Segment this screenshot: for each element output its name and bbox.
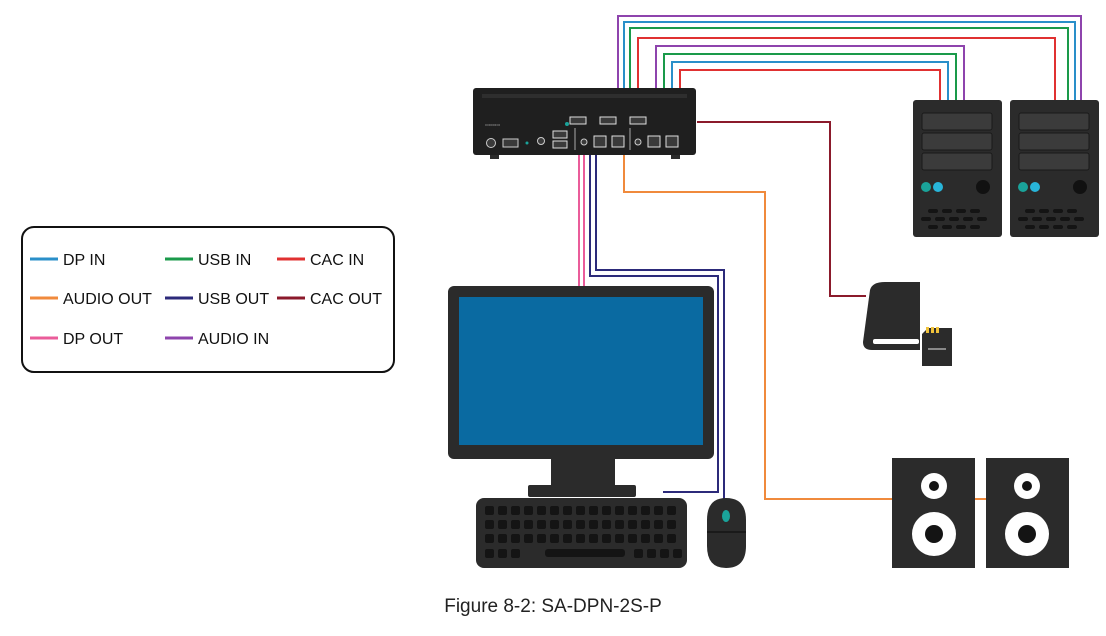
keyboard-key	[511, 534, 520, 543]
keyboard-key	[602, 534, 611, 543]
keyboard-key	[654, 520, 663, 529]
keyboard-key	[589, 520, 598, 529]
legend-label-usb-in: USB IN	[198, 252, 251, 269]
keyboard-key	[634, 549, 643, 558]
cable-dp-in-pc2	[623, 21, 1076, 110]
cable-audio-out	[623, 152, 892, 500]
legend-label-usb-out: USB OUT	[198, 291, 269, 308]
keyboard-key	[576, 534, 585, 543]
computer-tower-icon	[1010, 100, 1099, 237]
keyboard-key	[576, 506, 585, 515]
legend-label-cac-out: CAC OUT	[310, 291, 382, 308]
keyboard-key	[628, 506, 637, 515]
keyboard-key	[498, 549, 507, 558]
legend-label-cac-in: CAC IN	[310, 252, 364, 269]
svg-text:▭▭▭▭: ▭▭▭▭	[485, 122, 500, 127]
figure-caption: Figure 8-2: SA-DPN-2S-P	[444, 596, 662, 617]
keyboard-key	[511, 520, 520, 529]
cable-usb-out-keyboard	[589, 150, 719, 493]
keyboard-key	[673, 549, 682, 558]
keyboard-key	[667, 520, 676, 529]
cable-usb-in-pc2	[629, 27, 1069, 110]
keyboard-key	[654, 506, 663, 515]
speaker-icon	[986, 458, 1069, 568]
cable-cac-out	[697, 121, 866, 297]
cable-dp-out	[578, 150, 585, 286]
keyboard-key	[563, 520, 572, 529]
keyboard-key	[667, 506, 676, 515]
cable-audio-in-pc2	[617, 15, 1082, 110]
legend-label-audio-out: AUDIO OUT	[63, 291, 152, 308]
speaker-icon	[892, 458, 975, 568]
keyboard-key	[602, 506, 611, 515]
cable-audio-in-pc1	[655, 45, 965, 110]
keyboard-key	[647, 549, 656, 558]
keyboard-key	[485, 549, 494, 558]
keyboard-key	[485, 520, 494, 529]
keyboard-key	[537, 534, 546, 543]
keyboard-key	[628, 520, 637, 529]
legend-label-audio-in: AUDIO IN	[198, 331, 269, 348]
computer-tower-icon	[913, 100, 1002, 237]
cable-usb-in-pc1	[663, 53, 957, 110]
legend-box	[21, 226, 395, 373]
keyboard-key	[628, 534, 637, 543]
keyboard-key	[524, 520, 533, 529]
keyboard-key	[615, 534, 624, 543]
keyboard-key	[615, 520, 624, 529]
keyboard-key	[615, 506, 624, 515]
keyboard-key	[498, 520, 507, 529]
keyboard-key	[524, 506, 533, 515]
kvm-switch-icon: ▭▭▭▭	[473, 88, 696, 159]
legend: DP IN USB IN CAC IN AUDIO OUT USB OUT CA…	[21, 226, 395, 373]
keyboard-key	[641, 534, 650, 543]
keyboard-icon	[476, 498, 687, 568]
cable-cac-in-pc2	[637, 37, 1056, 110]
keyboard-key	[537, 520, 546, 529]
keyboard-key	[667, 534, 676, 543]
keyboard-key	[589, 534, 598, 543]
keyboard-key	[485, 534, 494, 543]
keyboard-key	[511, 549, 520, 558]
keyboard-key	[563, 534, 572, 543]
cables-to-peripherals	[578, 121, 986, 500]
keyboard-key	[589, 506, 598, 515]
legend-label-dp-out: DP OUT	[63, 331, 123, 348]
legend-label-dp-in: DP IN	[63, 252, 105, 269]
cable-dp-in-pc1	[671, 61, 949, 110]
keyboard-key	[511, 506, 520, 515]
keyboard-key	[537, 506, 546, 515]
keyboard-key	[550, 520, 559, 529]
keyboard-key	[550, 534, 559, 543]
keyboard-key	[563, 506, 572, 515]
keyboard-key	[485, 506, 494, 515]
mouse-icon	[707, 498, 746, 568]
card-reader-icon	[863, 282, 952, 366]
monitor-icon	[448, 286, 714, 497]
keyboard-key	[654, 534, 663, 543]
keyboard-key	[576, 520, 585, 529]
keyboard-key	[660, 549, 669, 558]
cable-usb-out-mouse	[595, 150, 725, 499]
cable-cac-in-pc1	[679, 69, 941, 110]
keyboard-key	[641, 520, 650, 529]
keyboard-key	[524, 534, 533, 543]
keyboard-key	[550, 506, 559, 515]
keyboard-key	[602, 520, 611, 529]
keyboard-key	[498, 534, 507, 543]
keyboard-key	[498, 506, 507, 515]
keyboard-key	[641, 506, 650, 515]
